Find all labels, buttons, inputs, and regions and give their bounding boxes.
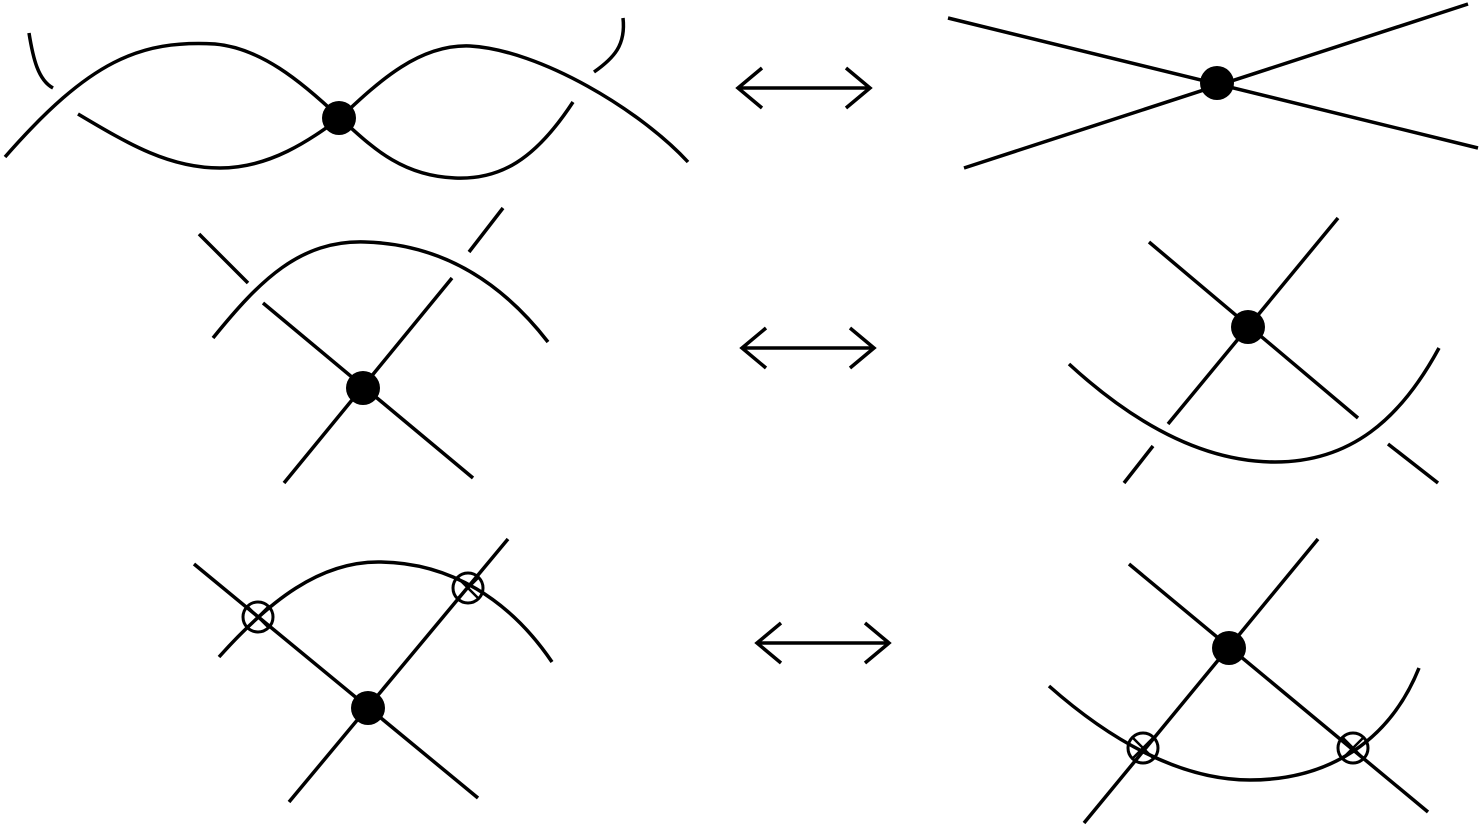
strand bbox=[217, 560, 554, 663]
virtual-crossing bbox=[1126, 731, 1160, 765]
strand bbox=[211, 240, 550, 344]
row-3 bbox=[192, 537, 1430, 825]
virtual-crossing-x bbox=[1131, 736, 1155, 760]
row-2-left-diagram bbox=[197, 206, 550, 485]
virtual-crossing bbox=[451, 571, 485, 605]
classical-vertex bbox=[1200, 66, 1234, 100]
row-1-left-diagram bbox=[3, 17, 690, 180]
strand bbox=[77, 112, 342, 170]
arrow-head-left bbox=[739, 326, 768, 370]
arrow-head-right bbox=[848, 326, 877, 370]
strand bbox=[1067, 347, 1441, 464]
row-3-right-diagram bbox=[1047, 537, 1430, 825]
classical-vertex bbox=[1212, 631, 1246, 665]
virtual-crossing-circle bbox=[451, 571, 485, 605]
strand bbox=[467, 206, 505, 254]
row-2-right-diagram bbox=[1067, 216, 1441, 485]
strand bbox=[27, 32, 54, 90]
virtual-crossing-circle bbox=[1126, 731, 1160, 765]
strand bbox=[338, 44, 690, 164]
strand bbox=[197, 232, 250, 285]
strand bbox=[3, 41, 342, 159]
row-3-equivalence-arrow bbox=[754, 621, 892, 665]
virtual-crossing-x bbox=[246, 605, 270, 629]
row-1-right-diagram bbox=[947, 2, 1479, 170]
row-1-equivalence-arrow bbox=[735, 66, 873, 110]
virtual-crossing bbox=[1336, 731, 1370, 765]
arrow-head-left bbox=[754, 621, 783, 665]
row-3-left-diagram bbox=[192, 537, 554, 804]
virtual-crossing bbox=[241, 600, 275, 634]
classical-vertex bbox=[351, 691, 385, 725]
arrow-head-right bbox=[844, 66, 873, 110]
virtual-crossing-x bbox=[456, 576, 480, 600]
strand bbox=[1122, 444, 1155, 485]
arrow-head-left bbox=[735, 66, 764, 110]
strand bbox=[1386, 442, 1440, 485]
row-2-equivalence-arrow bbox=[739, 326, 877, 370]
virtual-crossing-circle bbox=[241, 600, 275, 634]
strand bbox=[592, 17, 626, 74]
strand bbox=[1047, 667, 1421, 782]
classical-vertex bbox=[322, 101, 356, 135]
row-2 bbox=[197, 206, 1441, 485]
strand bbox=[1082, 537, 1320, 825]
strand bbox=[192, 562, 480, 800]
virtual-crossing-x bbox=[1341, 736, 1365, 760]
arrow-head-right bbox=[863, 621, 892, 665]
strand bbox=[338, 101, 575, 180]
classical-vertex bbox=[1231, 310, 1265, 344]
row-1 bbox=[3, 2, 1479, 180]
strand bbox=[1127, 562, 1430, 814]
classical-vertex bbox=[346, 371, 380, 405]
virtual-crossing-circle bbox=[1336, 731, 1370, 765]
